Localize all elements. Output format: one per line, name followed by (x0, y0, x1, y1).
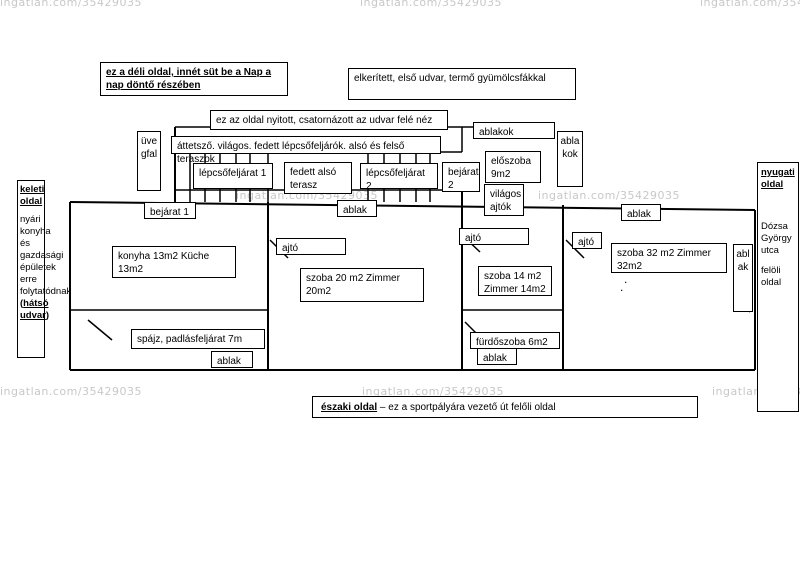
light-doors-label: világos ajtók (484, 184, 524, 216)
glass-wall-label: üvegfal (137, 131, 161, 191)
kitchen-label: konyha 13m2 Küche 13m2 (112, 246, 236, 278)
room-32-label: szoba 32 m2 Zimmer 32m2 (611, 243, 727, 273)
window-column-label: ablakok (557, 131, 583, 187)
bathroom-label: fürdőszoba 6m2 (470, 332, 560, 349)
north-side-label: északi oldal – ez a sportpályára vezető … (312, 396, 698, 418)
watermark: ingatlan.com/35429035 (0, 385, 143, 398)
entrance-2-label: bejárat 2 (442, 162, 480, 192)
stair-2-label: lépcsőfeljárat 2 (360, 163, 438, 192)
watermark: ingatlan.com/35429035 (362, 385, 505, 398)
door-label-2: ajtó (459, 228, 529, 245)
watermark: ingatlan.com/35429035 (360, 0, 503, 9)
window-label-c: ablak (211, 351, 253, 368)
west-side-label: nyugati oldal Dózsa György utca felöli o… (757, 162, 799, 412)
entrance-1-label: bejárat 1 (144, 202, 196, 219)
watermark: ingatlan.com/35429035 (538, 189, 681, 202)
room-14-label: szoba 14 m2 Zimmer 14m2 (478, 266, 552, 296)
marker-dot: . (620, 280, 624, 294)
east-side-label: keleti oldal nyári konyha és gazdasági é… (17, 180, 71, 358)
windows-top-label: ablakok (473, 122, 555, 139)
window-right-vertical-label: ablak (733, 244, 753, 312)
window-label-b: ablak (621, 204, 661, 221)
south-side-label: ez a déli oldal, innét süt be a Nap a na… (100, 62, 288, 96)
open-side-label: ez az oldal nyitott, csatornázott az udv… (210, 110, 448, 130)
marker-dot: . (624, 272, 628, 286)
door-label-3: ajtó (572, 232, 602, 249)
window-label-d: ablak (477, 348, 517, 365)
window-label-a: ablak (337, 200, 377, 217)
pantry-label: spájz, padlásfeljárat 7m (131, 329, 265, 349)
hall-label: előszoba 9m2 (485, 151, 541, 183)
watermark: ingatlan.com/35429035 (0, 0, 143, 9)
watermark: ingatlan.com/35429035 (700, 0, 800, 9)
room-20-label: szoba 20 m2 Zimmer 20m2 (300, 268, 424, 302)
terrace-row-label: áttetsző. világos. fedett lépcsőfeljárók… (171, 136, 441, 165)
stair-1-label: lépcsőfeljárat 1 (193, 163, 273, 189)
door-label-1: ajtó (276, 238, 346, 255)
covered-terrace-label: fedett alsó terasz (284, 162, 352, 194)
front-yard-label: elkerített, első udvar, termő gyümölcsfá… (348, 68, 576, 100)
